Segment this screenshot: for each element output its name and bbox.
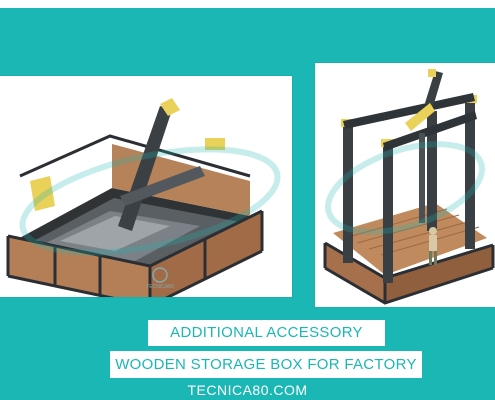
left-product-image: TECNICA80: [0, 76, 292, 297]
right-product-image: [315, 63, 495, 307]
caption-additional-accessory: ADDITIONAL ACCESSORY: [148, 320, 385, 346]
brand-logo-text: TECNICA80: [146, 284, 174, 290]
storage-box-render-gantry: [323, 69, 495, 305]
storage-box-render-angled: TECNICA80: [6, 98, 281, 297]
top-border: [0, 0, 495, 8]
caption-wooden-storage-box: WOODEN STORAGE BOX FOR FACTORY: [110, 351, 422, 378]
website-link[interactable]: TECNICA80.COM: [187, 382, 308, 398]
